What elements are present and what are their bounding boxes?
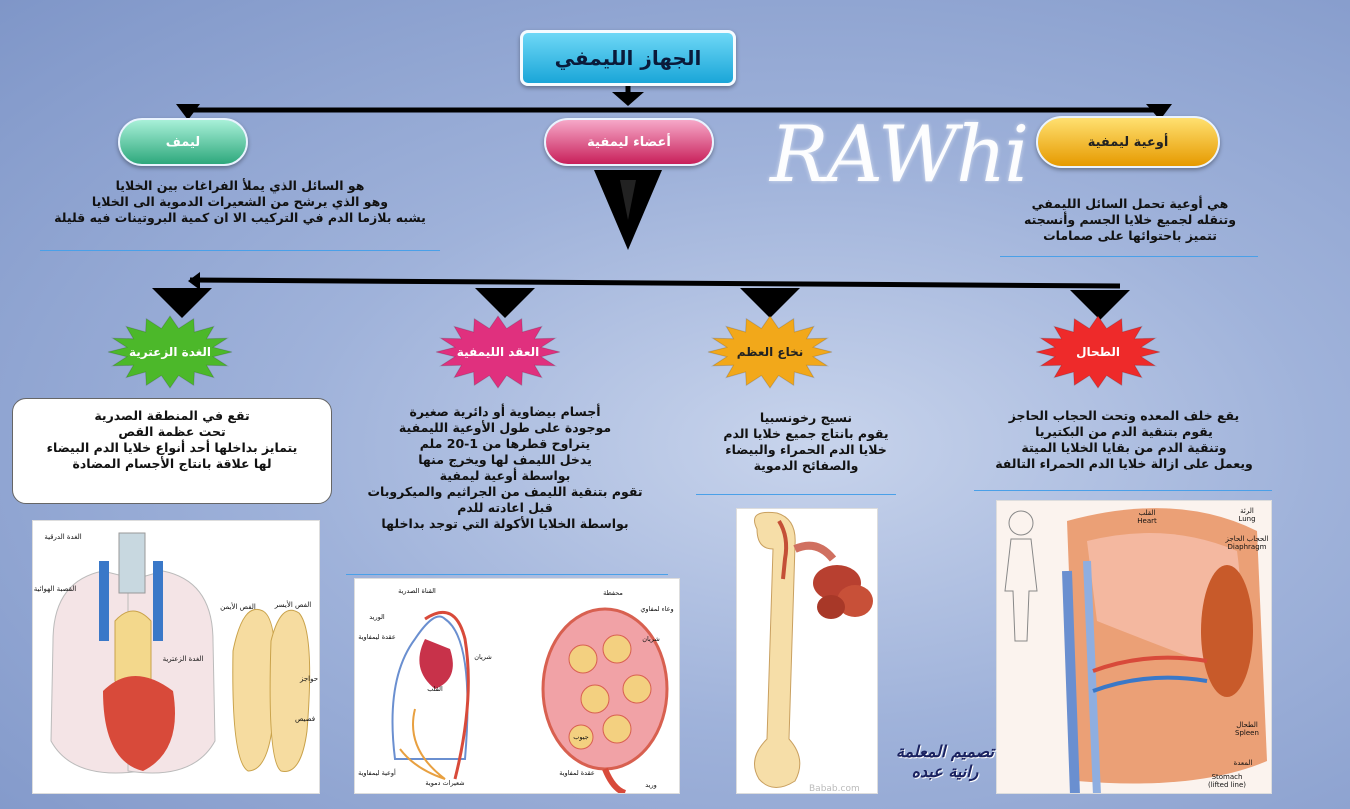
- thymus-image-label-0: الغدة الدرقية: [44, 533, 81, 541]
- thymus-line-4: لها علاقة بانتاج الأجسام المضادة: [14, 456, 330, 472]
- spleen-image-label-3: Lung: [1238, 515, 1255, 523]
- nodes-image-label-7: محفظة: [603, 589, 623, 597]
- nodes-line-6: تقوم بتنقية الليمف من الجراثيم والميكروب…: [340, 484, 670, 500]
- thymus-image-label-1: القصبة الهوائية: [34, 585, 77, 593]
- nodes-illustration: القناة الصدرية الوريد شريان عقدة ليمفاوية ال…: [354, 578, 680, 794]
- thymus-image-label-2: الغدة الزعترية: [163, 655, 204, 663]
- spleen-image-label-8: المعدة: [1234, 759, 1253, 767]
- nodes-image-label-3: عقدة ليمفاوية: [358, 633, 396, 641]
- spleen-image-label-5: Diaphragm: [1228, 543, 1267, 551]
- nodes-line-2: موجودة على طول الأوعية الليمفية: [340, 420, 670, 436]
- thymus-desc: تقع في المنطقة الصدرية تحت عظمة القص يتم…: [14, 408, 330, 472]
- nodes-line-8: بواسطة الخلايا الأكولة التي توجد بداخلها: [340, 516, 670, 532]
- spleen-image-label-4: الحجاب الحاجز: [1225, 535, 1269, 543]
- thymus-line-1: تقع في المنطقة الصدرية: [14, 408, 330, 424]
- nodes-image-label-8: وعاء لمفاوي: [640, 605, 673, 613]
- nodes-desc: أجسام بيضاوية أو دائرية صغيرة موجودة على…: [340, 404, 670, 532]
- marrow-line-4: والصفائح الدموية: [696, 458, 916, 474]
- thymus-image-label-3: الفص الأيمن: [220, 602, 256, 611]
- nodes-image-label-12: عقدة لمفاوية: [559, 769, 595, 777]
- nodes-image-label-9: شريان: [642, 635, 660, 643]
- nodes-line-4: يدخل الليمف لها ويخرج منها: [340, 452, 670, 468]
- nodes-image-label-1: الوريد: [369, 613, 385, 621]
- spleen-image-label-1: Heart: [1137, 517, 1157, 525]
- spleen-desc: يقع خلف المعده وتحت الحجاب الحاجز يقوم ب…: [974, 408, 1274, 472]
- spleen-image-label-6: الطحال: [1236, 721, 1258, 729]
- svg-text:Babab.com: Babab.com: [809, 784, 860, 794]
- nodes-line-3: يتراوح قطرها من 1-20 ملم: [340, 436, 670, 452]
- nodes-underline: [346, 574, 668, 575]
- spleen-line-4: ويعمل على ازالة خلايا الدم الحمراء التال…: [974, 456, 1274, 472]
- marrow-line-3: خلايا الدم الحمراء والبيضاء: [696, 442, 916, 458]
- marrow-line-1: نسيج رخونسبيا: [696, 410, 916, 426]
- nodes-image-label-0: القناة الصدرية: [398, 587, 436, 595]
- spleen-image-label-10: (lifted line): [1208, 781, 1246, 789]
- nodes-image-label-6: أوعية ليمفاوية: [358, 768, 396, 777]
- spleen-line-1: يقع خلف المعده وتحت الحجاب الحاجز: [974, 408, 1274, 424]
- spleen-underline: [974, 490, 1272, 491]
- spleen-image-label-2: الرئة: [1240, 507, 1254, 515]
- spleen-image-label-7: Spleen: [1235, 729, 1259, 737]
- marrow-illustration: Babab.com: [736, 508, 878, 794]
- nodes-image-label-10: جيوب: [573, 733, 588, 741]
- marrow-underline: [696, 494, 896, 495]
- nodes-line-1: أجسام بيضاوية أو دائرية صغيرة: [340, 404, 670, 420]
- marrow-desc: نسيج رخونسبيا يقوم بانتاج جميع خلايا الد…: [696, 410, 916, 474]
- nodes-image-label-4: القلب: [427, 685, 443, 693]
- nodes-line-5: بواسطة أوعية ليمفية: [340, 468, 670, 484]
- marrow-line-2: يقوم بانتاج جميع خلايا الدم: [696, 426, 916, 442]
- thymus-line-2: تحت عظمة القص: [14, 424, 330, 440]
- spleen-label: الطحال: [1036, 336, 1160, 368]
- thymus-image-label-5: حواجز: [299, 675, 318, 683]
- nodes-image-label-5: شعيرات دموية: [425, 779, 464, 787]
- thymus-image-label-6: فصيص: [295, 715, 315, 723]
- marrow-label: نخاع العظم: [708, 336, 832, 368]
- bone-drawing: Babab.com: [737, 509, 878, 794]
- thymus-drawing: الغدة الدرقية القصبة الهوائية الغدة الزعتر…: [33, 521, 320, 794]
- thymus-label: الغدة الزعترية: [108, 336, 232, 368]
- thymus-line-3: يتمايز بداخلها أحد أنواع خلايا الدم البي…: [14, 440, 330, 456]
- nodes-image-label-11: وريد: [645, 781, 657, 789]
- credit-line-1: تصميم المعلمة: [870, 742, 1020, 762]
- credit-line-2: رانية عبده: [870, 762, 1020, 782]
- nodes-label: العقد الليمفية: [436, 336, 560, 368]
- thymus-image-label-4: الفص الأيسر: [274, 600, 311, 609]
- spleen-line-3: وتنقية الدم من بقايا الخلايا الميتة: [974, 440, 1274, 456]
- spleen-image-label-0: القلب: [1139, 509, 1156, 517]
- nodes-drawing: القناة الصدرية الوريد شريان عقدة ليمفاوية ال…: [355, 579, 680, 794]
- spleen-image-label-9: Stomach: [1212, 773, 1243, 781]
- thymus-illustration: الغدة الدرقية القصبة الهوائية الغدة الزعتر…: [32, 520, 320, 794]
- nodes-image-label-2: شريان: [474, 653, 492, 661]
- nodes-line-7: قبل اعادته للدم: [340, 500, 670, 516]
- spleen-line-2: يقوم بتنقية الدم من البكتيريا: [974, 424, 1274, 440]
- credit: تصميم المعلمة رانية عبده: [870, 742, 1020, 782]
